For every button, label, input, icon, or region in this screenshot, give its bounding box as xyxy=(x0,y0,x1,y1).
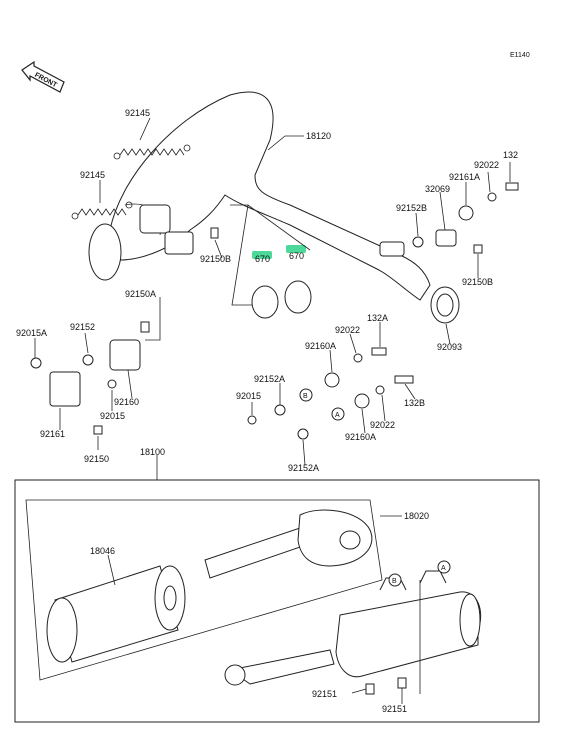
collar-92152a-lower xyxy=(297,428,309,440)
bolt-92151-left xyxy=(365,683,375,695)
label-92151-right: 92151 xyxy=(382,704,407,714)
front-arrow-icon: FRONT xyxy=(21,60,65,93)
washer-92022-top xyxy=(487,192,497,202)
diagram-id: E1140 xyxy=(510,52,530,59)
collar-92152a-upper xyxy=(274,404,286,416)
o-ring-670-b xyxy=(284,280,312,314)
label-32069: 32069 xyxy=(425,184,450,194)
label-18046: 18046 xyxy=(90,546,115,556)
label-92160: 92160 xyxy=(114,397,139,407)
label-92022-top: 92022 xyxy=(474,160,499,170)
spring-lower xyxy=(71,201,133,220)
damper-92160a-lower xyxy=(354,393,370,409)
washer-92022-mid xyxy=(353,353,363,363)
nut-92015-mid xyxy=(247,415,257,425)
label-92150a: 92150A xyxy=(125,289,156,299)
bolt-132 xyxy=(505,182,519,191)
bracket-32069 xyxy=(435,229,457,247)
highlight-670-b xyxy=(286,245,306,253)
washer-92022-lower xyxy=(375,385,385,395)
callout-b-box-text: B xyxy=(392,578,397,585)
label-18100: 18100 xyxy=(140,447,165,457)
bolt-92150b-left xyxy=(210,227,219,239)
label-92152a-upper: 92152A xyxy=(254,374,285,384)
label-92145-b: 92145 xyxy=(80,170,105,180)
damper-92161a xyxy=(458,205,474,221)
assembly-box-18100 xyxy=(14,479,540,723)
header-bracket xyxy=(164,231,194,255)
label-92161a: 92161A xyxy=(449,172,480,182)
label-92022-lower: 92022 xyxy=(370,420,395,430)
label-92015-left: 92015 xyxy=(100,411,125,421)
callout-a-mid-text: A xyxy=(335,412,340,419)
label-92152b: 92152B xyxy=(396,203,427,213)
collar-92152b xyxy=(412,236,424,248)
header-pipe xyxy=(88,91,431,301)
spring-upper xyxy=(113,144,191,160)
label-92160a-lower: 92160A xyxy=(345,432,376,442)
label-92150b-right: 92150B xyxy=(462,277,493,287)
label-92145-a: 92145 xyxy=(125,108,150,118)
label-92152a-lower: 92152A xyxy=(288,463,319,473)
nut-92015a xyxy=(30,357,42,369)
label-670-b: 670 xyxy=(289,251,304,261)
callout-b-mid xyxy=(299,388,313,402)
label-132a: 132A xyxy=(367,313,388,323)
silencer-inner-box xyxy=(25,499,383,681)
packing-18046 xyxy=(46,565,186,663)
callout-a-box-text: A xyxy=(441,565,446,572)
bracket-92161 xyxy=(109,339,141,371)
bolt-132a xyxy=(371,347,387,356)
label-18020: 18020 xyxy=(404,511,429,521)
bolt-92150 xyxy=(93,425,103,435)
label-92160a-upper: 92160A xyxy=(305,341,336,351)
callout-a-mid xyxy=(331,407,345,421)
nut-92015-left xyxy=(107,379,117,389)
bolt-92150b-right xyxy=(473,244,483,254)
label-92150-bottom: 92150 xyxy=(84,454,109,464)
label-18120: 18120 xyxy=(306,131,331,141)
callout-b-mid-text: B xyxy=(303,393,308,400)
bolt-92150a xyxy=(140,321,150,333)
callout-a-box xyxy=(437,560,451,574)
label-92015a: 92015A xyxy=(16,328,47,338)
highlight-670-a xyxy=(252,251,272,259)
label-92093: 92093 xyxy=(437,342,462,352)
collar-92152 xyxy=(82,354,94,366)
label-92152: 92152 xyxy=(70,322,95,332)
label-132b: 132B xyxy=(404,398,425,408)
label-132: 132 xyxy=(503,150,518,160)
label-92022-mid: 92022 xyxy=(335,325,360,335)
bolt-92151-right xyxy=(397,677,407,689)
label-92150b-left: 92150B xyxy=(200,254,231,264)
label-92015-mid: 92015 xyxy=(236,391,261,401)
label-670-a: 670 xyxy=(255,254,270,264)
bolt-132b xyxy=(394,375,414,384)
silencer-body xyxy=(224,570,482,686)
label-92151-left: 92151 xyxy=(312,689,337,699)
label-92161: 92161 xyxy=(40,429,65,439)
inner-pipe-18020 xyxy=(204,509,373,579)
damper-92160a-upper xyxy=(324,372,340,388)
header-coil xyxy=(139,204,171,234)
bracket-plate-92161 xyxy=(49,371,81,407)
o-ring-670-a xyxy=(251,285,279,319)
callout-b-box xyxy=(388,573,402,587)
pipe-clamp xyxy=(379,241,405,257)
